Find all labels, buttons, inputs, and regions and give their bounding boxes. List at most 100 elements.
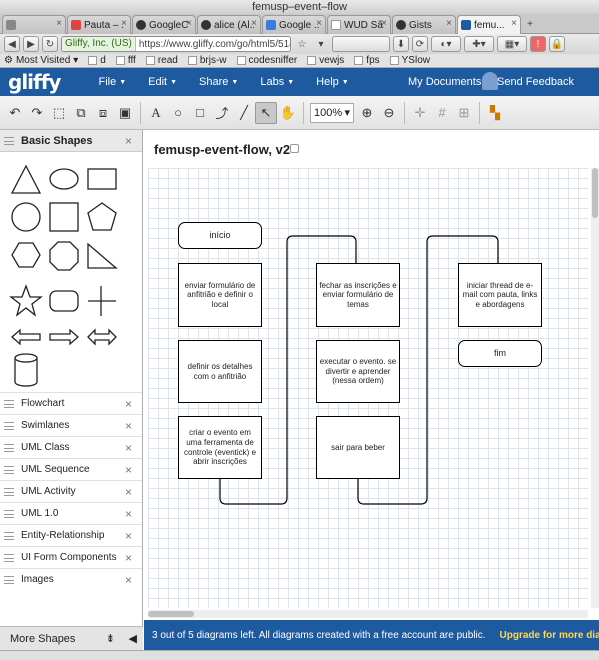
scrollbar-thumb[interactable]	[592, 168, 598, 218]
library-uml-1-0[interactable]: UML 1.0×	[0, 502, 142, 524]
close-icon[interactable]: ×	[124, 506, 132, 521]
node-iniciar[interactable]: iniciar thread de e-mail com pauta, link…	[458, 263, 542, 327]
right-arrow-shape-icon[interactable]	[49, 328, 79, 346]
sync-icon[interactable]: ⟳	[412, 36, 428, 52]
collapse-sidebar-icon[interactable]: ◀	[128, 633, 137, 645]
my-documents-link[interactable]: My Documents	[408, 76, 482, 88]
group-icon[interactable]: ⬚	[52, 104, 66, 120]
collapse-all-icon[interactable]: ⇟	[105, 633, 115, 645]
browser-tab[interactable]: GoogleC...×	[132, 15, 196, 34]
gliffy-logo[interactable]: gliffy	[8, 70, 61, 94]
left-arrow-shape-icon[interactable]	[11, 328, 41, 346]
rectangle-tool-icon[interactable]: □	[196, 105, 204, 120]
basic-shapes-header[interactable]: Basic Shapes ×	[0, 130, 142, 152]
grip-icon[interactable]	[4, 553, 14, 562]
node-executar[interactable]: executar o evento. se divertir e aprende…	[316, 340, 400, 403]
search-engine-icon[interactable]	[332, 36, 390, 52]
line-tool-icon[interactable]: ╱	[240, 104, 248, 120]
theme-icon[interactable]: ▚	[490, 104, 500, 120]
bookmark-item[interactable]: fff	[115, 55, 136, 66]
library-uml-sequence[interactable]: UML Sequence×	[0, 458, 142, 480]
bookmark-item[interactable]: read	[145, 55, 178, 66]
lock-icon[interactable]	[290, 144, 299, 153]
menu-edit[interactable]: Edit▼	[148, 76, 178, 88]
browser-tab[interactable]: WUD Sã...×	[327, 15, 391, 34]
grip-icon[interactable]	[4, 575, 14, 584]
right-triangle-shape-icon[interactable]	[87, 242, 118, 269]
bookmark-item[interactable]: codesniffer	[236, 55, 297, 66]
node-criar[interactable]: criar o evento em uma ferramenta de cont…	[178, 416, 262, 479]
undo-icon[interactable]: ↶	[9, 104, 21, 120]
align-icon[interactable]: ▣	[118, 104, 132, 120]
cross-shape-icon[interactable]	[88, 286, 116, 316]
more-shapes-button[interactable]: More Shapes ⇟ ◀	[0, 626, 143, 650]
double-arrow-shape-icon[interactable]	[87, 328, 117, 346]
send-back-icon[interactable]: ⧈	[98, 104, 108, 120]
close-icon[interactable]: ×	[124, 528, 132, 543]
close-icon[interactable]: ×	[124, 484, 132, 499]
redo-icon[interactable]: ↷	[31, 104, 43, 120]
square-shape-icon[interactable]	[49, 202, 79, 232]
extension-icon[interactable]: ◐▾	[431, 36, 461, 52]
node-inicio[interactable]: início	[178, 222, 262, 249]
circle-shape-icon[interactable]	[11, 202, 41, 232]
new-tab-button[interactable]: +	[527, 18, 533, 30]
grip-icon[interactable]	[4, 465, 14, 474]
close-icon[interactable]: ×	[124, 550, 132, 565]
menu-help[interactable]: Help▼	[316, 76, 349, 88]
bookmark-item[interactable]: YSlow	[389, 55, 430, 66]
download-icon[interactable]: ⬇	[393, 36, 409, 52]
close-icon[interactable]: ×	[124, 396, 132, 411]
back-button[interactable]: ◀	[4, 36, 20, 52]
text-tool-icon[interactable]: A	[151, 104, 161, 120]
library-uml-class[interactable]: UML Class×	[0, 436, 142, 458]
node-definir[interactable]: definir os detalhes com o anfitrião	[178, 340, 262, 403]
diagram-canvas[interactable]: início enviar formulário de anfitrião e …	[148, 168, 588, 608]
rounded-rectangle-shape-icon[interactable]	[49, 290, 79, 312]
url-bar[interactable]: Gliffy, Inc. (US) https://www.gliffy.com…	[61, 36, 291, 52]
connector-sair-iniciar[interactable]	[357, 235, 499, 505]
close-tab-icon[interactable]: ×	[56, 18, 62, 29]
library-entity-relationship[interactable]: Entity-Relationship×	[0, 524, 142, 546]
document-title[interactable]: femusp-event-flow, v2	[154, 142, 291, 157]
bookmark-item[interactable]: vewjs	[307, 55, 344, 66]
close-icon[interactable]: ×	[124, 418, 132, 433]
bring-front-icon[interactable]: ⧉	[76, 104, 86, 120]
zoom-out-icon[interactable]: ⊖	[383, 104, 395, 120]
menu-icon[interactable]: ▦▾	[497, 36, 527, 52]
library-swimlanes[interactable]: Swimlanes×	[0, 414, 142, 436]
menu-labs[interactable]: Labs▼	[260, 76, 295, 88]
browser-tab[interactable]: ×	[2, 15, 66, 34]
grip-icon[interactable]	[4, 399, 14, 408]
extension-lock-icon[interactable]: 🔒	[549, 36, 565, 52]
node-fim[interactable]: fim	[458, 340, 542, 367]
horizontal-scrollbar[interactable]	[148, 610, 588, 618]
menu-share[interactable]: Share▼	[199, 76, 239, 88]
addon-icon[interactable]: ✚▾	[464, 36, 494, 52]
node-sair[interactable]: sair para beber	[316, 416, 400, 479]
zoom-in-icon[interactable]: ⊕	[361, 104, 373, 120]
user-avatar-icon[interactable]	[482, 72, 498, 90]
browser-tab[interactable]: Google ...×	[262, 15, 326, 34]
close-tab-icon[interactable]: ×	[511, 18, 517, 29]
library-uml-activity[interactable]: UML Activity×	[0, 480, 142, 502]
send-feedback-link[interactable]: Send Feedback	[497, 76, 575, 88]
grip-icon[interactable]	[4, 136, 14, 145]
pentagon-shape-icon[interactable]	[87, 202, 117, 231]
snap-grid-icon[interactable]: ⊞	[458, 104, 470, 120]
connector-tool-icon[interactable]: ⤴	[215, 106, 229, 121]
octagon-shape-icon[interactable]	[49, 241, 79, 271]
browser-tab[interactable]: Pauta – ...×	[67, 15, 131, 34]
bookmark-item[interactable]: brjs-w	[187, 55, 227, 66]
hand-tool-icon[interactable]: ✋	[279, 104, 297, 120]
menu-file[interactable]: File▼	[98, 76, 127, 88]
snap-icon[interactable]: ✛	[414, 104, 426, 120]
grip-icon[interactable]	[4, 509, 14, 518]
close-icon[interactable]: ×	[124, 133, 132, 148]
close-icon[interactable]: ×	[124, 572, 132, 587]
dropdown-icon[interactable]: ▾	[318, 38, 324, 50]
grip-icon[interactable]	[4, 531, 14, 540]
bookmark-item[interactable]: ⚙Most Visited▾	[4, 55, 79, 66]
star-shape-icon[interactable]	[9, 284, 43, 317]
grip-icon[interactable]	[4, 421, 14, 430]
